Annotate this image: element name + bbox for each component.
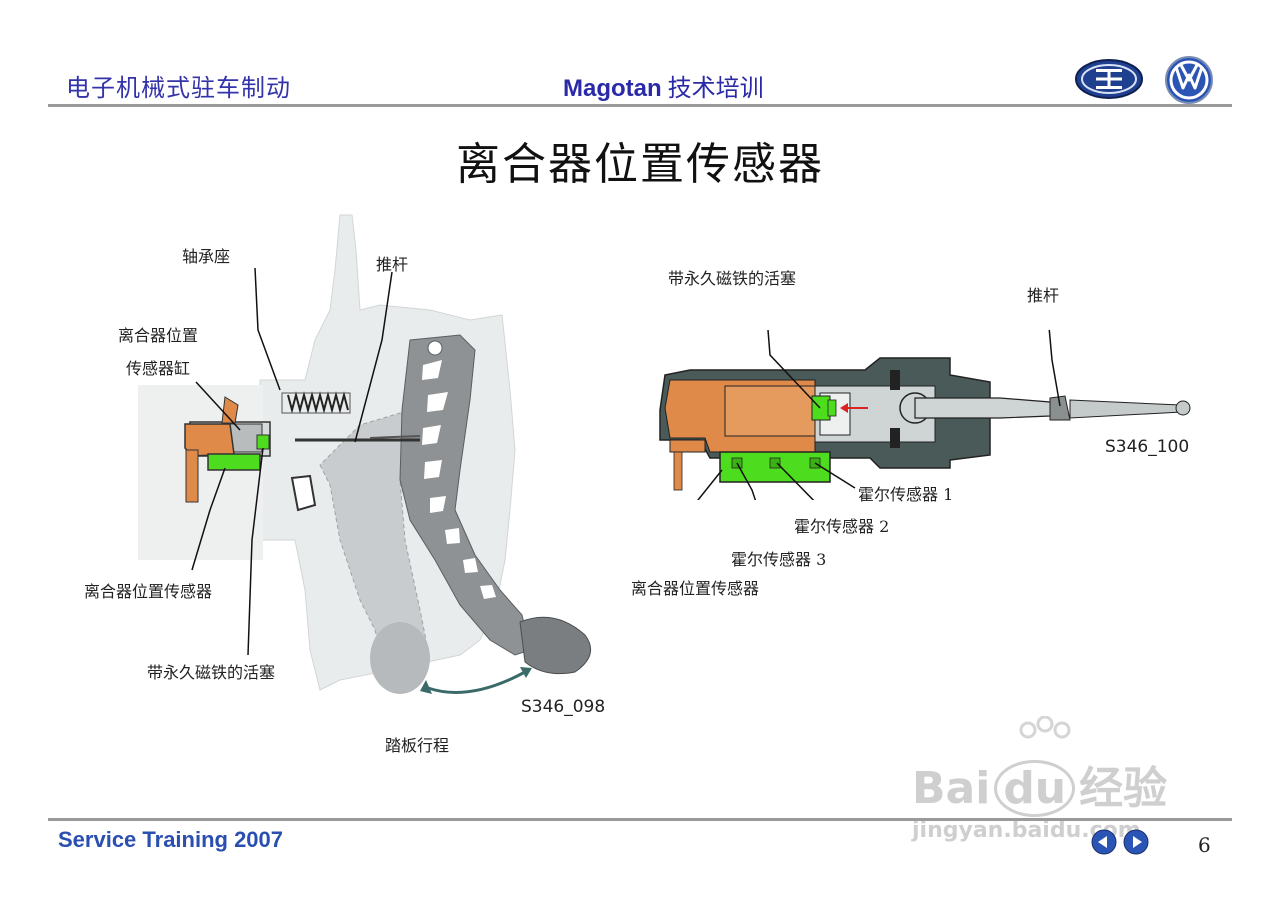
previous-slide-icon[interactable] xyxy=(1091,829,1117,855)
slide-navigation xyxy=(1091,829,1149,855)
label-clutch-position-sensor-right: 离合器位置传感器 xyxy=(631,579,760,598)
sensor-cross-section-diagram xyxy=(659,330,1191,500)
label-push-rod-left: 推杆 xyxy=(376,255,409,274)
leader-line-hall-sensor-1 xyxy=(814,462,856,489)
label-push-rod-right: 推杆 xyxy=(1027,286,1060,305)
watermark-paw-icon xyxy=(1019,716,1071,739)
header-rule xyxy=(48,104,1232,107)
label-pedal-travel: 踏板行程 xyxy=(385,736,450,755)
watermark-brand-text: Bai xyxy=(912,763,991,814)
leader-line-clutch-position-sensor xyxy=(191,467,226,571)
leader-line-clutch-position-sensor-right xyxy=(697,469,723,500)
label-hall-sensor-3: 霍尔传感器 3 xyxy=(731,550,827,569)
pedal-travel-arrow xyxy=(427,670,526,694)
footer-rule xyxy=(48,818,1232,821)
label-magnet-piston-left: 带永久磁铁的活塞 xyxy=(147,663,276,682)
label-bearing-seat: 轴承座 xyxy=(182,247,231,266)
page-title: 离合器位置传感器 xyxy=(456,139,824,190)
label-hall-sensor-2: 霍尔传感器 2 xyxy=(794,517,890,536)
training-label: 技术培训 xyxy=(667,74,764,102)
label-clutch-position-sensor-left: 离合器位置传感器 xyxy=(84,582,213,601)
pedal-assembly-diagram xyxy=(138,214,592,694)
leader-line-push-rod-right xyxy=(1048,330,1061,407)
leader-line-magnet-piston-right xyxy=(767,330,821,409)
label-sensor-cylinder-line1: 离合器位置 xyxy=(118,326,199,345)
footer-text: Service Training 2007 xyxy=(58,827,284,852)
leader-line-hall-sensor-2 xyxy=(776,462,815,500)
faw-logo-icon xyxy=(1075,59,1143,99)
label-hall-sensor-1: 霍尔传感器 1 xyxy=(858,485,954,504)
leader-line-sensor-cylinder xyxy=(195,381,241,431)
label-magnet-piston-right: 带永久磁铁的活塞 xyxy=(668,269,797,288)
figure-code-right: S346_100 xyxy=(1105,437,1190,457)
leader-line-push-rod xyxy=(354,271,393,443)
vw-logo-icon xyxy=(1165,56,1213,104)
page-number: 6 xyxy=(1198,833,1211,857)
figure-code-left: S346_098 xyxy=(521,697,606,717)
brand-name: Magotan xyxy=(563,75,662,102)
watermark-brand-circle: du xyxy=(994,760,1076,817)
leader-line-magnet-piston xyxy=(247,447,264,656)
watermark-brand-cn: 经验 xyxy=(1079,763,1168,814)
label-sensor-cylinder-line2: 传感器缸 xyxy=(126,359,191,378)
next-slide-icon[interactable] xyxy=(1123,829,1149,855)
leader-line-bearing-seat xyxy=(254,267,281,391)
leader-line-hall-sensor-3 xyxy=(736,462,757,500)
section-title: 电子机械式驻车制动 xyxy=(66,74,291,102)
